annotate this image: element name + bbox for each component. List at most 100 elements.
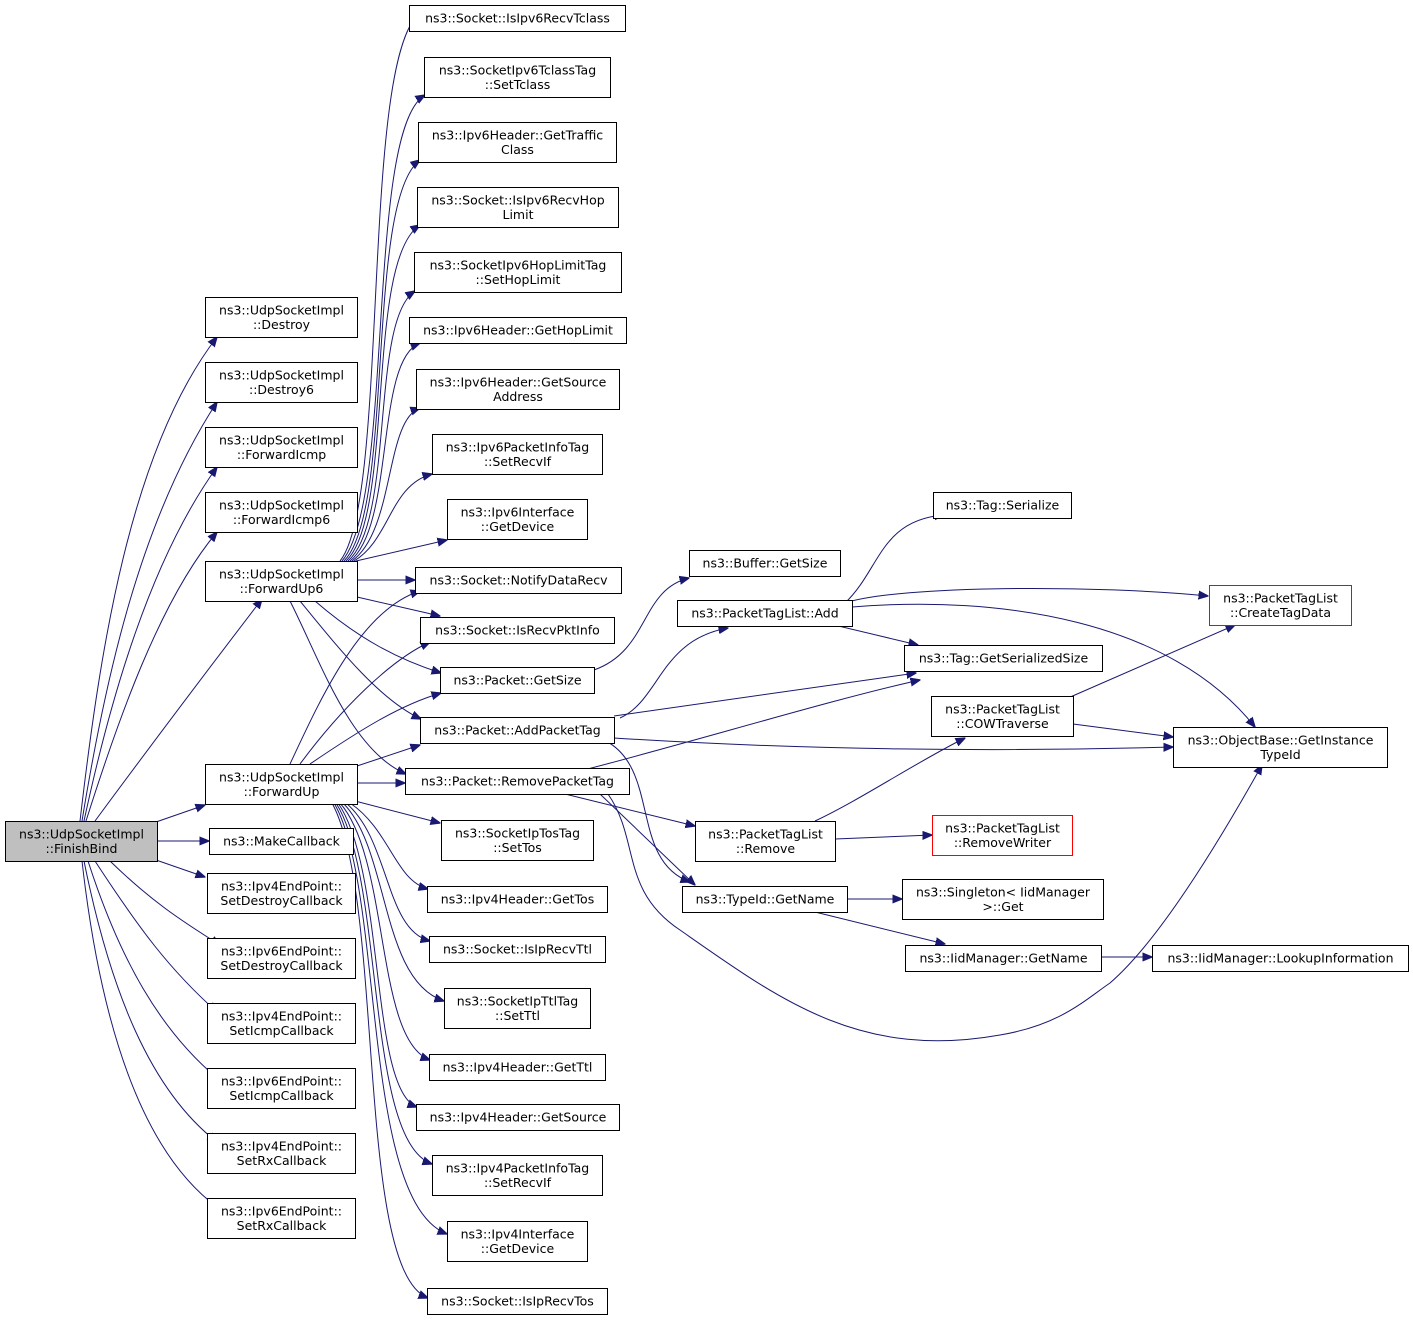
node-ipv4getsource[interactable]: ns3::Ipv4Header::GetSource xyxy=(416,1104,620,1131)
edge-removepackettag-ptlremove xyxy=(564,793,695,826)
node-destroy6[interactable]: ns3::UdpSocketImpl::Destroy6 xyxy=(205,362,358,403)
node-ipv4getttl[interactable]: ns3::Ipv4Header::GetTtl xyxy=(429,1054,606,1081)
node-label: SetRxCallback xyxy=(237,1218,327,1233)
node-ipv4seticmp[interactable]: ns3::Ipv4EndPoint::SetIcmpCallback xyxy=(207,1003,356,1044)
edge-forwardup6-isrecvpktinfo xyxy=(356,596,440,616)
node-box xyxy=(432,1155,603,1196)
node-isrecvpktinfo[interactable]: ns3::Socket::IsRecvPktInfo xyxy=(420,617,615,644)
edge-forwardup6-sethoplimit xyxy=(347,291,415,562)
edge-removepackettag-getinstancetypeid xyxy=(607,765,1262,1042)
node-ipv6ifgetdevice[interactable]: ns3::Ipv6Interface::GetDevice xyxy=(447,499,588,540)
node-label: ns3::PacketTagList xyxy=(945,701,1060,716)
node-label: ::RemoveWriter xyxy=(954,835,1052,850)
node-ipv4setdestroy[interactable]: ns3::Ipv4EndPoint::SetDestroyCallback xyxy=(207,873,356,914)
node-forwardicmp6[interactable]: ns3::UdpSocketImpl::ForwardIcmp6 xyxy=(205,492,358,533)
node-typeidgetname[interactable]: ns3::TypeId::GetName xyxy=(682,886,848,913)
node-label: ::COWTraverse xyxy=(956,716,1049,731)
node-box xyxy=(677,600,853,627)
node-sethoplimit[interactable]: ns3::SocketIpv6HopLimitTag::SetHopLimit xyxy=(414,252,622,293)
node-label: Address xyxy=(493,389,543,404)
node-label: ns3::Packet::RemovePacketTag xyxy=(421,774,614,789)
node-label: ns3::PacketTagList xyxy=(708,826,823,841)
node-label: SetDestroyCallback xyxy=(220,893,343,908)
node-settos[interactable]: ns3::SocketIpTosTag::SetTos xyxy=(441,820,594,861)
node-label: ns3::Ipv4EndPoint:: xyxy=(221,878,342,893)
node-createtagdata[interactable]: ns3::PacketTagList::CreateTagData xyxy=(1209,585,1352,626)
node-singletonget[interactable]: ns3::Singleton< IidManager>::Get xyxy=(902,879,1104,920)
node-gethoplimit[interactable]: ns3::Ipv6Header::GetHopLimit xyxy=(409,317,627,344)
node-label: ns3::SocketIpTtlTag xyxy=(457,993,578,1008)
node-packetgetsize[interactable]: ns3::Packet::GetSize xyxy=(440,667,595,694)
node-box xyxy=(207,1003,356,1044)
node-iidgetname[interactable]: ns3::IidManager::GetName xyxy=(905,945,1102,972)
node-box xyxy=(409,5,626,32)
node-setttl[interactable]: ns3::SocketIpTtlTag::SetTtl xyxy=(444,988,591,1029)
node-ipv6setrx[interactable]: ns3::Ipv6EndPoint::SetRxCallback xyxy=(207,1198,356,1239)
node-getserializedsize[interactable]: ns3::Tag::GetSerializedSize xyxy=(904,645,1103,672)
node-label: ns3::Ipv4EndPoint:: xyxy=(221,1138,342,1153)
node-removewriter[interactable]: ns3::PacketTagList::RemoveWriter xyxy=(932,815,1073,856)
node-label: ns3::Ipv6EndPoint:: xyxy=(221,1203,342,1218)
node-label: ::GetDevice xyxy=(481,519,555,534)
node-box xyxy=(933,492,1072,519)
node-ptladd[interactable]: ns3::PacketTagList::Add xyxy=(677,600,853,627)
node-notifydatarecv[interactable]: ns3::Socket::NotifyDataRecv xyxy=(415,567,622,594)
node-forwardup6[interactable]: ns3::UdpSocketImpl::ForwardUp6 xyxy=(205,561,358,602)
node-isiprecvtos[interactable]: ns3::Socket::IsIpRecvTos xyxy=(427,1288,608,1315)
node-ipv6setrecvif[interactable]: ns3::Ipv6PacketInfoTag::SetRecvIf xyxy=(432,434,603,475)
node-removepackettag[interactable]: ns3::Packet::RemovePacketTag xyxy=(405,768,630,795)
node-box xyxy=(427,886,608,913)
node-label: ::Destroy6 xyxy=(249,382,314,397)
node-ipv4ifgetdevice[interactable]: ns3::Ipv4Interface::GetDevice xyxy=(447,1221,588,1262)
edge-ptlremove-cowtraverse xyxy=(814,738,965,822)
edge-finishbind-forwardup6 xyxy=(94,599,262,822)
edge-forwardup6-packetgetsize xyxy=(314,600,441,673)
node-label: ns3::UdpSocketImpl xyxy=(19,826,144,841)
edge-finishbind-forwardup xyxy=(155,805,205,823)
node-isipv6recvtclass[interactable]: ns3::Socket::IsIpv6RecvTclass xyxy=(409,5,626,32)
node-label: ns3::Ipv6Header::GetTraffic xyxy=(432,127,603,142)
node-label: SetRxCallback xyxy=(237,1153,327,1168)
node-buffergetsize[interactable]: ns3::Buffer::GetSize xyxy=(689,550,841,577)
node-box xyxy=(415,567,622,594)
node-forwardup[interactable]: ns3::UdpSocketImpl::ForwardUp xyxy=(205,764,358,805)
node-addpackettag[interactable]: ns3::Packet::AddPacketTag xyxy=(420,717,615,744)
node-box xyxy=(205,492,358,533)
node-isiprecvttl[interactable]: ns3::Socket::IsIpRecvTtl xyxy=(429,936,606,963)
node-ipv4setrx[interactable]: ns3::Ipv4EndPoint::SetRxCallback xyxy=(207,1133,356,1174)
node-label: ns3::UdpSocketImpl xyxy=(219,497,344,512)
edge-ptladd-createtagdata xyxy=(844,587,1208,604)
node-label: ns3::PacketTagList xyxy=(1223,590,1338,605)
node-finishbind[interactable]: ns3::UdpSocketImpl::FinishBind xyxy=(5,821,158,862)
edge-addpackettag-getinstancetypeid xyxy=(613,737,1173,750)
node-destroy[interactable]: ns3::UdpSocketImpl::Destroy xyxy=(205,297,358,338)
node-forwardicmp[interactable]: ns3::UdpSocketImpl::ForwardIcmp xyxy=(205,427,358,468)
node-cowtraverse[interactable]: ns3::PacketTagList::COWTraverse xyxy=(931,696,1074,737)
node-ipv4gettos[interactable]: ns3::Ipv4Header::GetTos xyxy=(427,886,608,913)
node-box xyxy=(432,434,603,475)
edge-ptladd-getinstancetypeid xyxy=(851,603,1255,727)
node-label: ns3::Socket::IsIpv6RecvTclass xyxy=(425,11,610,26)
node-ptlremove[interactable]: ns3::PacketTagList::Remove xyxy=(695,821,836,862)
node-tagserialize[interactable]: ns3::Tag::Serialize xyxy=(933,492,1072,519)
node-box xyxy=(205,427,358,468)
node-ipv6setdestroy[interactable]: ns3::Ipv6EndPoint::SetDestroyCallback xyxy=(207,938,356,979)
node-box xyxy=(424,57,611,98)
node-ipv4setrecvif[interactable]: ns3::Ipv4PacketInfoTag::SetRecvIf xyxy=(432,1155,603,1196)
node-ipv6seticmp[interactable]: ns3::Ipv6EndPoint::SetIcmpCallback xyxy=(207,1068,356,1109)
node-box xyxy=(405,768,630,795)
edge-removepackettag-getserializedsize xyxy=(579,680,920,772)
node-box xyxy=(902,879,1104,920)
node-settclass[interactable]: ns3::SocketIpv6TclassTag::SetTclass xyxy=(424,57,611,98)
node-label: ns3::UdpSocketImpl xyxy=(219,302,344,317)
node-makecallback[interactable]: ns3::MakeCallback xyxy=(209,828,354,855)
node-label: ns3::PacketTagList::Add xyxy=(691,606,838,621)
node-label: ns3::Ipv4Header::GetTtl xyxy=(443,1060,593,1075)
node-box xyxy=(417,187,619,228)
node-lookupinformation[interactable]: ns3::IidManager::LookupInformation xyxy=(1152,945,1409,972)
node-label: ns3::Ipv4PacketInfoTag xyxy=(446,1160,590,1175)
